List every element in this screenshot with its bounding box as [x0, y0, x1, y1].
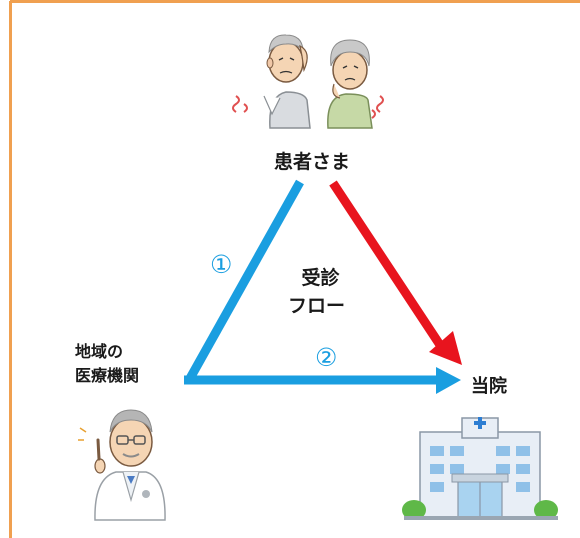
clinic-label: 地域の 医療機関 — [75, 340, 139, 388]
center-label-line2: フロー — [288, 295, 346, 317]
center-label-line1: 受診 — [301, 267, 340, 289]
clinic-label-line2: 医療機関 — [75, 366, 140, 385]
arrowhead-hospital-red — [429, 331, 462, 365]
doctor-icon — [78, 409, 166, 521]
edge-patients-to-hospital — [329, 180, 446, 351]
edge-clinic-to-patients — [184, 179, 304, 385]
hospital-building-icon — [402, 417, 558, 520]
patients-label: 患者さま — [274, 151, 351, 173]
edge-number-2: ② — [315, 343, 338, 372]
edge-number-1: ① — [210, 250, 233, 279]
elderly-patients-icon — [232, 34, 384, 129]
hospital-label: 当院 — [471, 376, 507, 397]
arrowhead-hospital-blue — [436, 367, 461, 394]
center-label: 受診 フロー — [288, 264, 345, 320]
clinic-label-line1: 地域の — [75, 342, 124, 361]
